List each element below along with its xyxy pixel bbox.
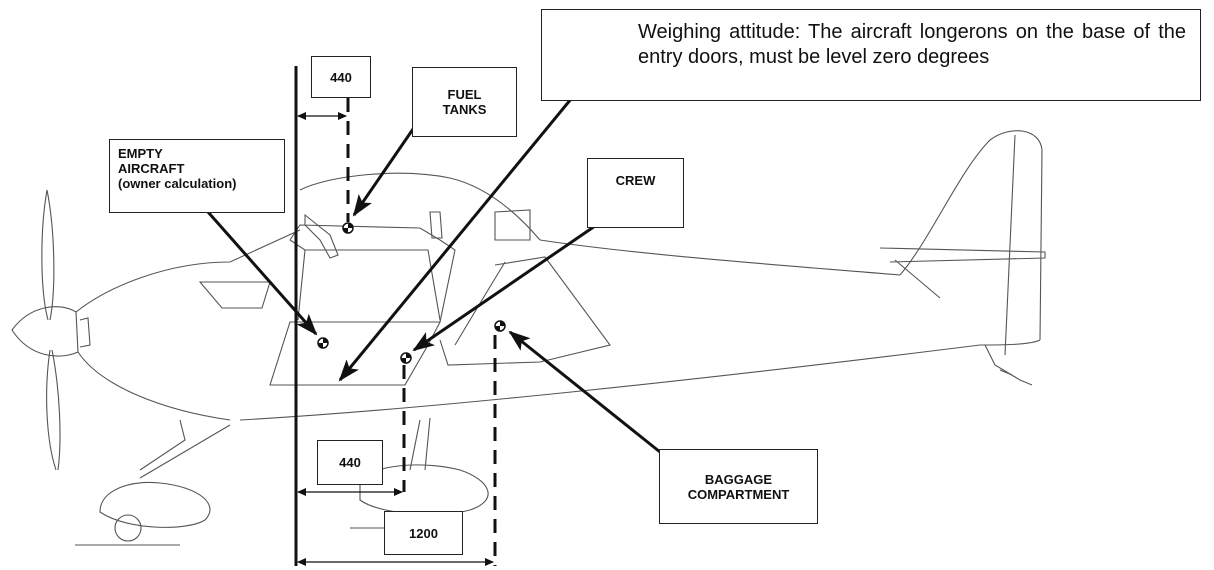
baggage-compartment-label: BAGGAGE COMPARTMENT [659,449,818,524]
fuel-tanks-label: FUEL TANKS [412,67,517,137]
weighing-attitude-note: Weighing attitude: The aircraft longeron… [541,9,1201,101]
fuel-arm-dimension: 440 [311,56,371,98]
cg-markers [317,222,506,364]
empty-aircraft-label-line3: (owner calculation) [118,176,237,191]
baggage-label-line2: COMPARTMENT [687,486,790,502]
empty-aircraft-label: EMPTY AIRCRAFT (owner calculation) [109,139,285,213]
arm-lines [346,98,497,566]
crew-arm-dimension: 440 [317,440,383,485]
baggage-label-line1: BAGGAGE [704,471,773,487]
fuel-tanks-label-line1: FUEL [447,87,482,102]
crew-label: CREW [587,158,684,228]
baggage-arm-dimension: 1200 [384,511,463,555]
empty-aircraft-label-line2: AIRCRAFT [118,161,185,176]
fuel-tanks-label-line2: TANKS [442,102,487,117]
empty-aircraft-label-line1: EMPTY [118,146,163,161]
dimension-arrows [297,112,494,566]
leader-arrows [206,53,661,454]
crew-label-text: CREW [615,173,656,188]
